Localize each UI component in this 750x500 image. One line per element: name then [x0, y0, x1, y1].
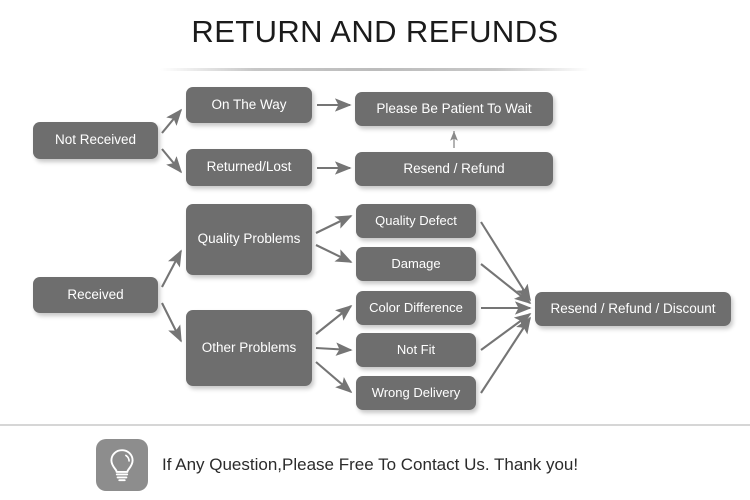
node-other-problems[interactable]: Other Problems — [186, 310, 312, 386]
node-resend-refund-discount[interactable]: Resend / Refund / Discount — [535, 292, 731, 326]
node-wrong-delivery[interactable]: Wrong Delivery — [356, 376, 476, 410]
arrow-other-to-color-difference — [315, 304, 353, 335]
page-title: RETURN AND REFUNDS — [191, 14, 559, 49]
node-resend-refund[interactable]: Resend / Refund — [355, 152, 553, 186]
arrow-quality-to-quality-defect — [315, 215, 353, 234]
arrow-not-received-to-returned-lost — [161, 148, 183, 174]
arrow-not-received-to-on-the-way — [161, 108, 183, 134]
arrow-quality-to-damage — [315, 244, 353, 263]
arrow-other-to-not-fit — [315, 342, 353, 356]
node-color-difference[interactable]: Color Difference — [356, 291, 476, 325]
arrow-received-to-quality-problems — [161, 249, 182, 288]
node-on-the-way[interactable]: On The Way — [186, 87, 312, 123]
node-please-be-patient-to-wait[interactable]: Please Be Patient To Wait — [355, 92, 553, 126]
arrow-not-fit-to-final — [480, 313, 532, 351]
node-damage[interactable]: Damage — [356, 247, 476, 281]
node-quality-defect[interactable]: Quality Defect — [356, 204, 476, 238]
lightbulb-icon — [96, 439, 148, 491]
node-received[interactable]: Received — [33, 277, 158, 313]
title-divider — [160, 68, 590, 71]
node-quality-problems[interactable]: Quality Problems — [186, 204, 312, 275]
arrow-other-to-wrong-delivery — [315, 361, 353, 394]
node-returned-lost[interactable]: Returned/Lost — [186, 149, 312, 186]
arrow-damage-to-final — [480, 263, 532, 305]
arrow-received-to-other-problems — [161, 302, 182, 343]
node-not-fit[interactable]: Not Fit — [356, 333, 476, 367]
footer-contact-note: If Any Question,Please Free To Contact U… — [96, 437, 696, 493]
footer-divider — [0, 424, 750, 426]
arrow-quality-defect-to-final — [480, 221, 531, 302]
footer-text: If Any Question,Please Free To Contact U… — [162, 455, 579, 474]
arrow-wrong-delivery-to-final — [480, 316, 531, 394]
node-not-received[interactable]: Not Received — [33, 122, 158, 159]
